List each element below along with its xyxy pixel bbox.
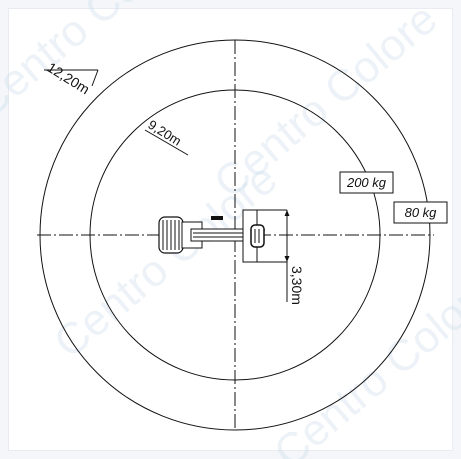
machine-detail xyxy=(211,216,223,220)
load-outer-label: 80 kg xyxy=(405,205,438,220)
platform-basket xyxy=(250,224,265,248)
height-dimension-arrow-bottom xyxy=(284,256,290,262)
inner-radius-leader xyxy=(144,129,189,156)
load-box-outer xyxy=(393,201,448,224)
outer-radius-tick xyxy=(91,69,99,87)
height-label: 3,30m xyxy=(289,266,305,305)
height-dimension-arrow-top xyxy=(284,210,290,216)
machine-plan-view xyxy=(158,209,287,263)
load-inner-label: 200 kg xyxy=(346,175,387,190)
boom xyxy=(190,228,249,242)
inner-radius-label: 9,20m xyxy=(145,117,184,149)
watermark-text-1: Centro Colore xyxy=(0,0,206,128)
load-box-inner xyxy=(339,171,394,194)
watermark-text-3: Centro Colore xyxy=(205,0,446,208)
